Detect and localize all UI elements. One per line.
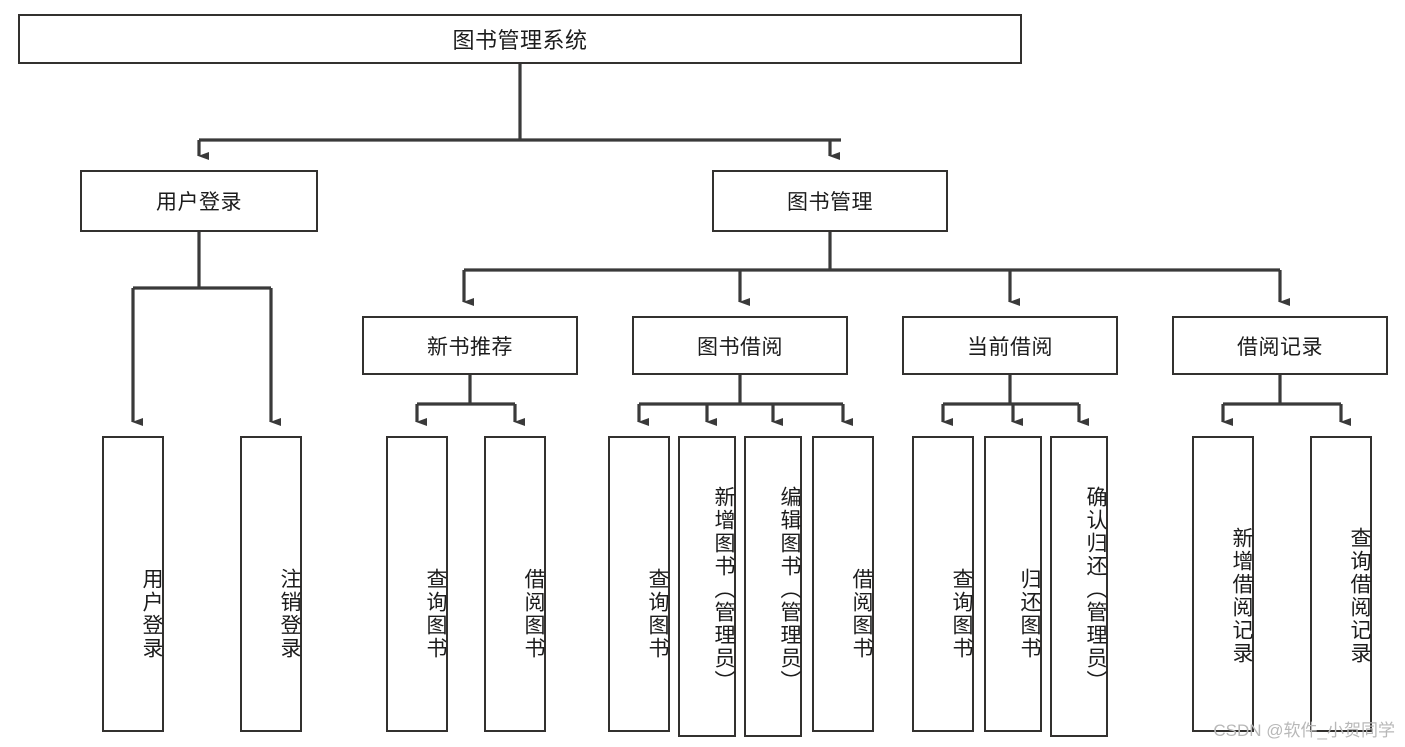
node-leaf-borrow-book-1-label: 借阅图书 bbox=[522, 568, 545, 660]
node-leaf-add-book-label: 新增图书（管理员） bbox=[712, 486, 735, 693]
node-leaf-add-book[interactable]: 新增图书（管理员） bbox=[678, 436, 736, 737]
node-leaf-query-borrow-record-label: 查询借阅记录 bbox=[1348, 527, 1371, 665]
node-leaf-query-book-2-label: 查询图书 bbox=[646, 568, 669, 660]
node-leaf-query-book-1-label: 查询图书 bbox=[424, 568, 447, 660]
node-new-book-recommendation[interactable]: 新书推荐 bbox=[362, 316, 578, 375]
node-leaf-confirm-return[interactable]: 确认归还（管理员） bbox=[1050, 436, 1108, 737]
node-current-borrow-label: 当前借阅 bbox=[967, 335, 1053, 359]
node-book-manage[interactable]: 图书管理 bbox=[712, 170, 948, 232]
node-leaf-borrow-book-1[interactable]: 借阅图书 bbox=[484, 436, 546, 732]
csdn-watermark: CSDN @软件_小贺同学 bbox=[1213, 721, 1395, 740]
node-leaf-user-login-label: 用户登录 bbox=[140, 568, 163, 660]
node-leaf-return-book[interactable]: 归还图书 bbox=[984, 436, 1042, 732]
node-borrow-record-label: 借阅记录 bbox=[1237, 335, 1323, 359]
node-leaf-query-book-3-label: 查询图书 bbox=[950, 568, 973, 660]
node-leaf-confirm-return-label: 确认归还（管理员） bbox=[1084, 486, 1107, 693]
node-current-borrow[interactable]: 当前借阅 bbox=[902, 316, 1118, 375]
node-user-login[interactable]: 用户登录 bbox=[80, 170, 318, 232]
node-leaf-return-book-label: 归还图书 bbox=[1018, 568, 1041, 660]
node-leaf-add-borrow-record-label: 新增借阅记录 bbox=[1230, 527, 1253, 665]
node-leaf-query-book-1[interactable]: 查询图书 bbox=[386, 436, 448, 732]
node-borrow-record[interactable]: 借阅记录 bbox=[1172, 316, 1388, 375]
node-book-borrow[interactable]: 图书借阅 bbox=[632, 316, 848, 375]
node-root-label: 图书管理系统 bbox=[452, 28, 588, 53]
node-leaf-edit-book[interactable]: 编辑图书（管理员） bbox=[744, 436, 802, 737]
node-book-manage-label: 图书管理 bbox=[787, 191, 873, 214]
node-leaf-add-borrow-record[interactable]: 新增借阅记录 bbox=[1192, 436, 1254, 732]
node-leaf-edit-book-label: 编辑图书（管理员） bbox=[778, 486, 801, 693]
node-leaf-query-book-3[interactable]: 查询图书 bbox=[912, 436, 974, 732]
node-new-book-recommendation-label: 新书推荐 bbox=[427, 335, 513, 359]
node-leaf-borrow-book-2[interactable]: 借阅图书 bbox=[812, 436, 874, 732]
node-leaf-query-borrow-record[interactable]: 查询借阅记录 bbox=[1310, 436, 1372, 732]
node-root[interactable]: 图书管理系统 bbox=[18, 14, 1022, 64]
node-leaf-user-login[interactable]: 用户登录 bbox=[102, 436, 164, 732]
node-leaf-logout-label: 注销登录 bbox=[278, 568, 301, 660]
node-leaf-query-book-2[interactable]: 查询图书 bbox=[608, 436, 670, 732]
node-user-login-label: 用户登录 bbox=[156, 191, 242, 214]
node-leaf-logout[interactable]: 注销登录 bbox=[240, 436, 302, 732]
node-leaf-borrow-book-2-label: 借阅图书 bbox=[850, 568, 873, 660]
node-book-borrow-label: 图书借阅 bbox=[697, 335, 783, 359]
